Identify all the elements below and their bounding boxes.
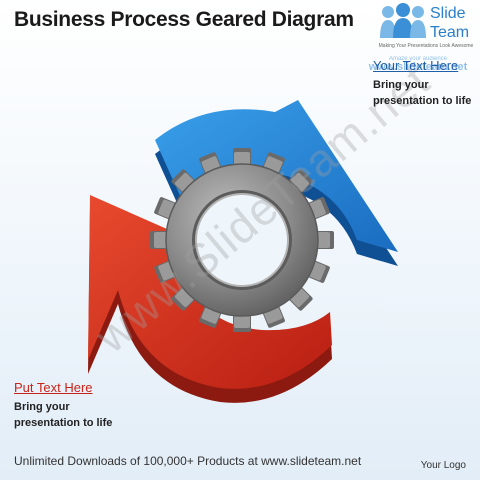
logo-name-team: Team [430,24,470,41]
callout-body-line2: presentation to life [14,417,113,429]
logo-name-slide: Slide [430,5,466,22]
gear-icon [150,148,334,332]
red-arrow [88,195,332,403]
page-title: Business Process Geared Diagram [14,8,354,31]
watermark-small: Amaze your audience www.slideteam.net [368,56,468,74]
logo-placeholder: Your Logo [420,460,466,471]
callout-heading: Put Text Here [14,380,93,395]
callout-body: Bring your presentation to life [14,399,124,431]
people-icon [380,3,426,38]
footer-text: Unlimited Downloads of 100,000+ Products… [14,454,362,468]
watermark-small-line1: Amaze your audience [388,56,448,62]
callout-body-line1: Bring your [14,401,70,413]
watermark-small-line2: www.slideteam.net [368,61,468,74]
blue-arrow [155,100,398,266]
callout-body: Bring your presentation to life [373,77,473,109]
callout-body-line2: presentation to life [373,95,472,107]
logo-tagline: Making Your Presentations Look Awesome [378,43,474,49]
callout-heading: Your Text Here [373,58,459,73]
callout-bottom-left: Put Text Here Bring your presentation to… [14,380,124,431]
callout-body-line1: Bring your [373,79,429,91]
slideteam-logo: Slide Team Making Your Presentations Loo… [378,2,474,54]
callout-top-right: Your Text Here Bring your presentation t… [373,58,473,109]
